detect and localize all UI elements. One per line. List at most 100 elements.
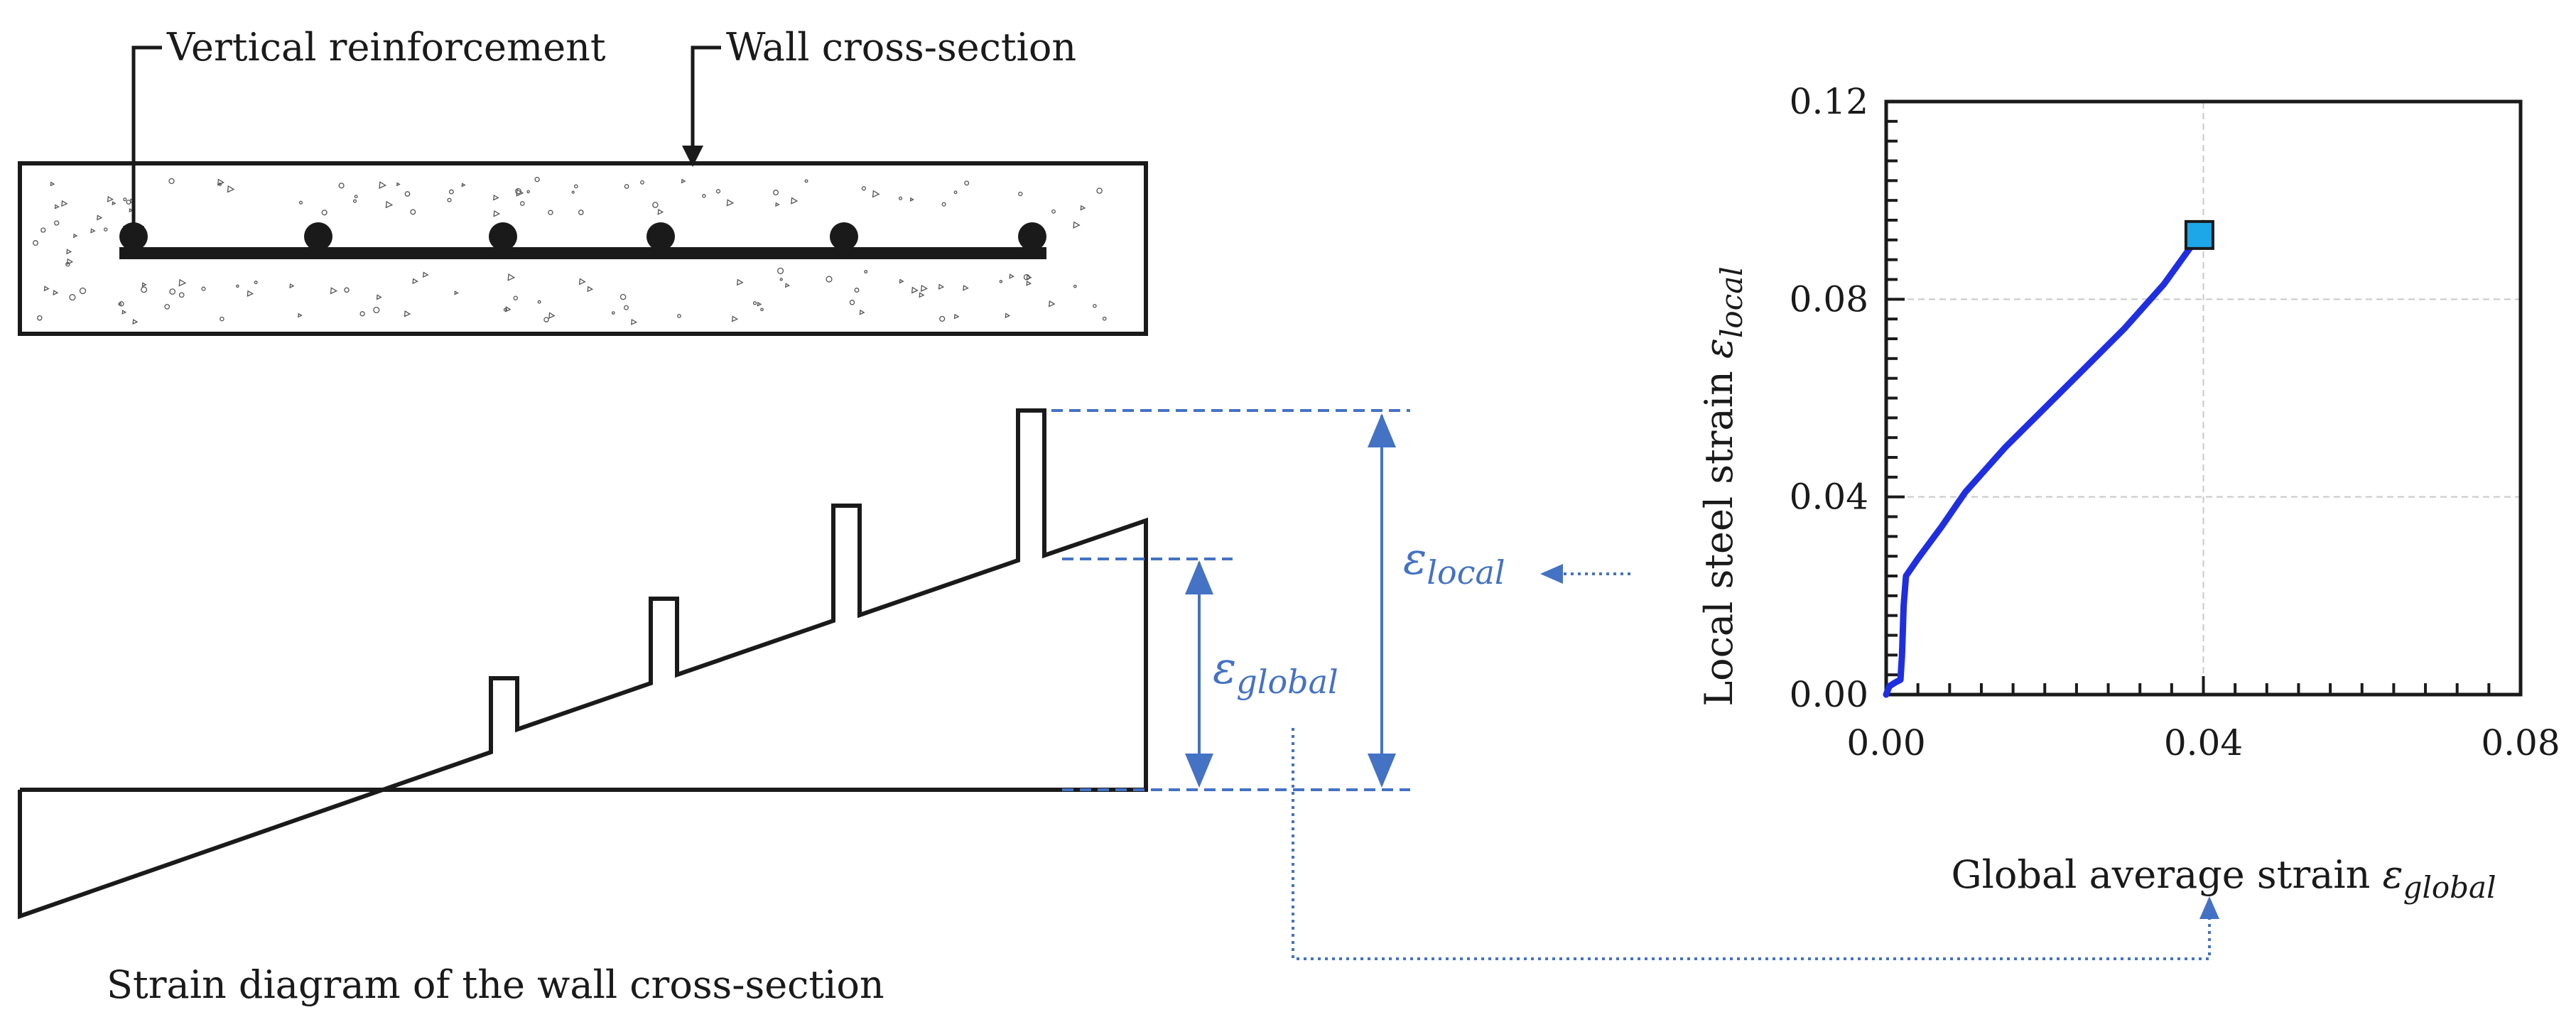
aggregate-speck: [909, 197, 914, 202]
strain-profile: [18, 408, 1148, 920]
aggregate-speck: [1073, 221, 1081, 229]
aggregate-speck: [119, 301, 124, 307]
aggregate-speck: [54, 204, 60, 210]
aggregate-speck: [50, 181, 55, 187]
x-axis-title: Global average strain εglobal: [1951, 852, 2496, 905]
aggregate-speck: [298, 200, 303, 205]
aggregate-speck: [112, 201, 117, 206]
aggregate-speck: [826, 276, 833, 283]
aggregate-speck: [164, 303, 171, 310]
aggregate-speck: [963, 285, 969, 291]
aggregate-speck: [1080, 205, 1086, 211]
aggregate-speck: [791, 197, 799, 205]
aggregate-speck: [631, 318, 637, 325]
aggregate-speck: [73, 233, 78, 239]
aggregate-speck: [543, 317, 549, 322]
aggregate-speck: [1005, 312, 1011, 319]
aggregate-speck: [79, 287, 87, 295]
rebar-dot: [304, 222, 332, 251]
rebar-dot: [830, 222, 858, 251]
aggregate-speck: [752, 301, 757, 305]
aggregate-speck: [619, 293, 627, 300]
aggregate-speck: [236, 284, 239, 288]
y-tick-label: 0.04: [1790, 477, 1868, 518]
aggregate-speck: [354, 195, 358, 199]
aggregate-speck: [804, 179, 808, 183]
aggregate-speck: [726, 199, 735, 207]
y-tick-label: 0.12: [1790, 81, 1868, 122]
aggregate-speck: [97, 214, 103, 221]
aggregate-speck: [702, 194, 706, 198]
aggregate-speck: [178, 278, 187, 287]
series-end-marker: [2184, 219, 2214, 250]
dimension-annotations: [1051, 409, 1410, 791]
wall-cross-section: [18, 161, 1148, 336]
aggregate-speck: [447, 197, 452, 202]
connector-local-to-yaxis: [1540, 564, 1630, 584]
aggregate-speck: [448, 189, 454, 195]
concrete-aggregate-texture: [33, 177, 1107, 325]
aggregate-speck: [66, 258, 74, 266]
aggregate-speck: [731, 315, 739, 322]
aggregate-speck: [775, 202, 780, 207]
aggregate-speck: [1096, 187, 1103, 194]
aggregate-speck: [338, 183, 345, 189]
aggregate-speck: [1023, 273, 1030, 281]
aggregate-speck: [412, 278, 418, 285]
aggregate-speck: [953, 190, 958, 195]
aggregate-speck: [298, 312, 303, 318]
aggregate-speck: [54, 220, 60, 226]
aggregate-speck: [404, 310, 411, 317]
aggregate-speck: [69, 294, 76, 301]
aggregate-speck: [107, 195, 114, 202]
aggregate-speck: [534, 177, 540, 183]
aggregate-speck: [715, 189, 721, 194]
aggregate-speck: [640, 180, 644, 185]
aggregate-speck: [899, 278, 904, 284]
aggregate-speck: [37, 315, 43, 321]
aggregate-speck: [519, 201, 525, 206]
aggregate-speck: [141, 286, 148, 293]
aggregate-speck: [178, 292, 185, 298]
aggregate-speck: [919, 292, 925, 298]
aggregate-speck: [507, 273, 516, 281]
aggregate-speck: [321, 210, 328, 216]
aggregate-speck: [624, 305, 629, 310]
aggregate-speck: [129, 208, 134, 213]
aggregate-speck: [578, 278, 586, 286]
aggregate-speck: [624, 184, 629, 189]
aggregate-speck: [43, 286, 50, 292]
aggregate-speck: [964, 180, 970, 186]
aggregate-speck: [953, 313, 960, 320]
rebar-dot: [646, 222, 675, 251]
y-tick-label: 0.00: [1790, 674, 1868, 715]
strain-diagram: Strain diagram of the wall cross-section: [18, 408, 1148, 1007]
aggregate-speck: [505, 306, 512, 312]
aggregate-speck: [373, 306, 380, 314]
aggregate-speck: [90, 228, 96, 234]
series-line: [1883, 232, 2203, 698]
aggregate-speck: [220, 316, 224, 322]
aggregate-speck: [737, 278, 744, 286]
aggregate-speck: [396, 182, 401, 187]
rebar-dot: [489, 222, 517, 251]
aggregate-speck: [61, 200, 68, 207]
aggregate-speck: [254, 281, 258, 285]
aggregate-speck: [493, 210, 501, 217]
aggregate-speck: [516, 189, 524, 197]
aggregate-speck: [1018, 191, 1023, 197]
aggregate-speck: [169, 288, 176, 295]
aggregate-speck: [289, 283, 295, 289]
aggregate-speck: [587, 286, 594, 293]
aggregate-speck: [548, 210, 553, 215]
aggregate-speck: [132, 319, 139, 325]
aggregate-speck: [1093, 303, 1097, 308]
aggregate-speck: [861, 186, 867, 191]
aggregate-speck: [573, 184, 578, 189]
epsilon-local-dimension: [1368, 413, 1396, 788]
aggregate-speck: [1073, 284, 1077, 288]
aggregate-speck: [168, 178, 175, 185]
